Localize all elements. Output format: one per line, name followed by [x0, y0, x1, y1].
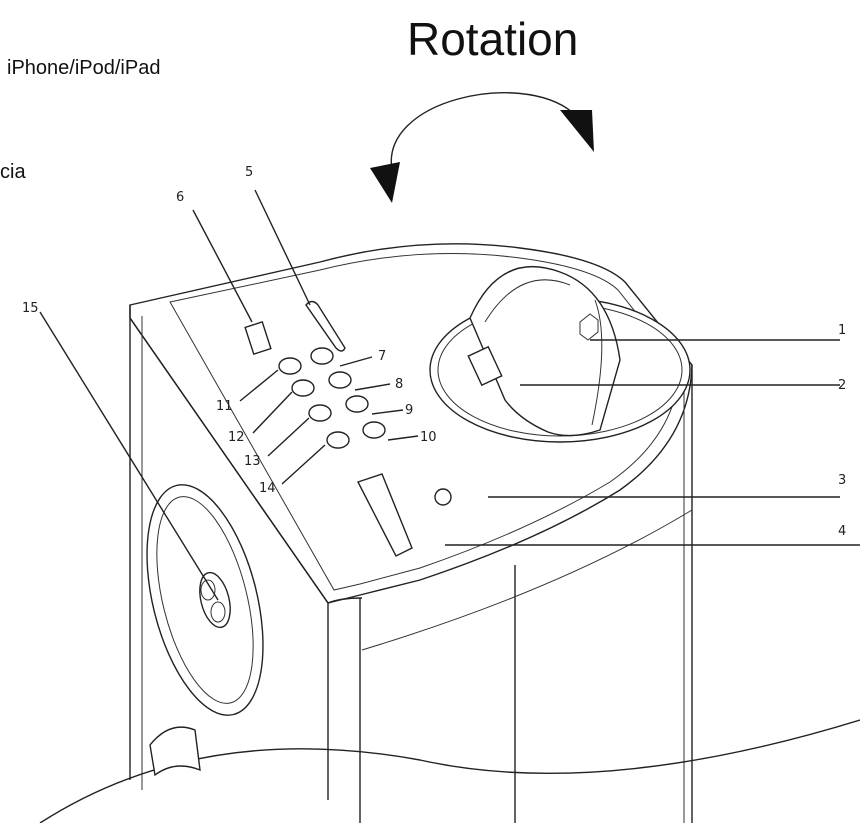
- callout-8: 8: [395, 377, 403, 392]
- rotation-title: Rotation: [407, 13, 578, 65]
- button-12: [291, 379, 315, 397]
- callout-14: 14: [259, 481, 276, 496]
- front-controls: [357, 473, 452, 557]
- button-7: [310, 347, 334, 365]
- callout-2: 2: [838, 378, 846, 393]
- callout-numbers: 1 2 3 4 5 6 7 8 9 10 11 12 13 14 15: [22, 165, 846, 539]
- callout-3: 3: [838, 473, 846, 488]
- rotating-dock: [429, 265, 691, 443]
- callout-15: 15: [22, 301, 39, 316]
- callout-5: 5: [245, 165, 253, 180]
- button-8: [328, 371, 352, 389]
- side-text-fragment: cia: [0, 161, 26, 183]
- callout-12: 12: [228, 430, 245, 445]
- dock-connector: [467, 345, 503, 387]
- rotation-arrow-icon: [370, 92, 594, 203]
- callout-11: 11: [216, 399, 233, 414]
- button-13: [308, 404, 332, 422]
- button-14: [326, 431, 350, 449]
- speaker: [146, 484, 264, 777]
- callout-9: 9: [405, 403, 413, 418]
- callout-6: 6: [176, 190, 184, 205]
- button-9: [345, 395, 369, 413]
- callout-13: 13: [244, 454, 261, 469]
- leader-lines: [39, 189, 860, 601]
- callout-10: 10: [420, 430, 437, 445]
- button-11: [278, 357, 302, 375]
- callout-4: 4: [838, 524, 846, 539]
- side-text-devices: iPhone/iPod/iPad: [7, 57, 160, 79]
- small-knob: [434, 488, 452, 506]
- button-10: [362, 421, 386, 439]
- callout-1: 1: [838, 323, 846, 338]
- top-slots: [244, 300, 346, 355]
- callout-7: 7: [378, 349, 386, 364]
- dock-rotation-icon: [579, 313, 599, 341]
- button-grid: [278, 347, 386, 449]
